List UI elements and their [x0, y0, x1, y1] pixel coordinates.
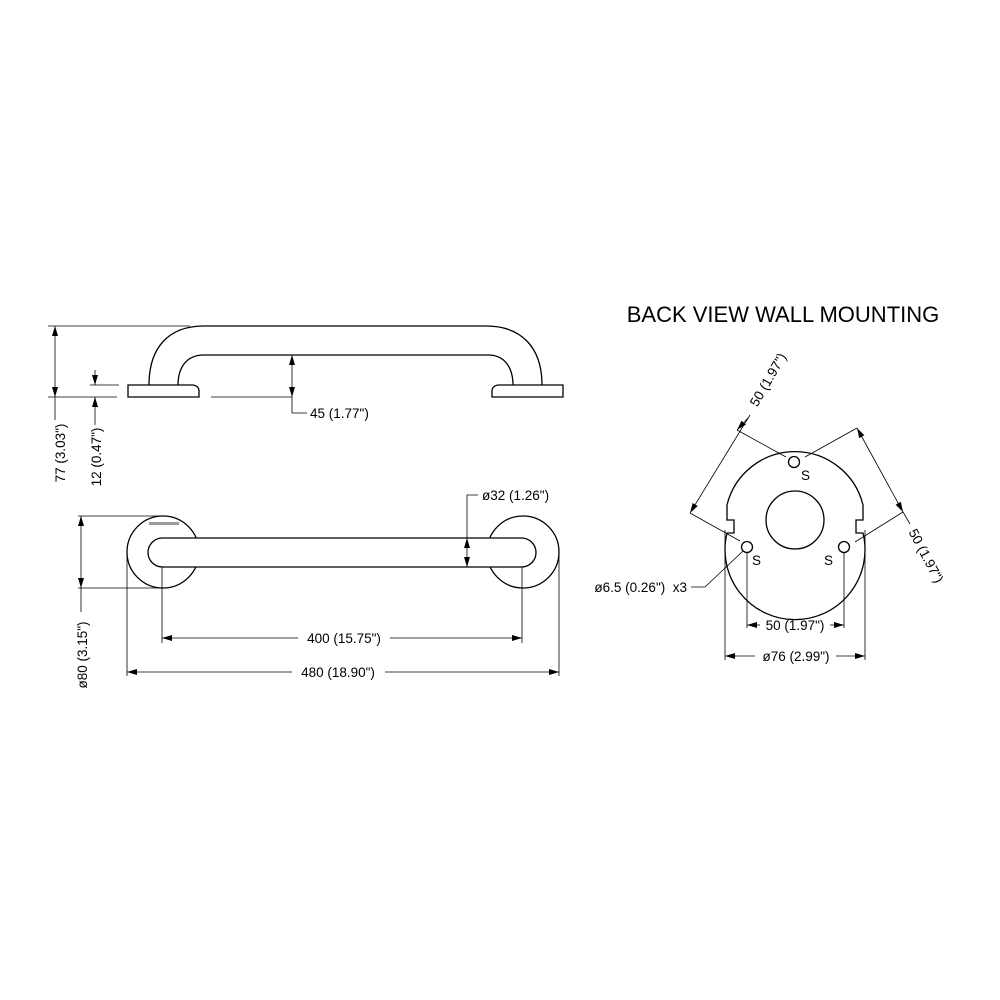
right-mounting-plate [491, 384, 564, 398]
dim-clearance: 45 (1.77") [310, 406, 369, 421]
left-mounting-plate [127, 384, 200, 398]
dim-height-total: 77 (3.03") [53, 424, 68, 483]
screw-label-left: S [752, 553, 761, 568]
side-view: 77 (3.03") 12 (0.47") 45 (1.77") [48, 325, 564, 487]
screw-hole-left [740, 540, 754, 554]
back-view-title: BACK VIEW WALL MOUNTING [627, 302, 940, 327]
dim-plate-diameter: ø76 (2.99") [762, 649, 829, 664]
dim-tube-diameter: ø32 (1.26") [482, 488, 549, 503]
back-view: BACK VIEW WALL MOUNTING S S S 50 (1.97")… [594, 302, 946, 664]
center-opening [765, 490, 825, 550]
dim-hole-spacing: 50 (1.97") [766, 618, 825, 633]
dim-plate-thickness: 12 (0.47") [89, 428, 104, 487]
brand-logo [149, 522, 179, 525]
grab-bar-side-inner [177, 354, 514, 386]
screw-label-top: S [801, 468, 810, 483]
dim-center-distance: 400 (15.75") [307, 631, 381, 646]
screw-hole-top [787, 455, 801, 469]
dim-angled-left: 50 (1.97") [747, 351, 789, 409]
screw-hole-right [837, 540, 851, 554]
dim-hole-diameter: ø6.5 (0.26") x3 [594, 580, 687, 595]
dim-flange-diameter: ø80 (3.15") [75, 621, 90, 688]
mounting-plate-outline [724, 451, 866, 621]
screw-label-right: S [824, 553, 833, 568]
grab-bar-side-outline [148, 325, 543, 386]
top-view: ø32 (1.26") ø80 (3.15") 400 (15.75") 480… [75, 488, 560, 689]
dim-angled-right: 50 (1.97") [906, 526, 947, 585]
dim-overall-length: 480 (18.90") [301, 665, 375, 680]
grab-bar-tube [147, 537, 537, 568]
